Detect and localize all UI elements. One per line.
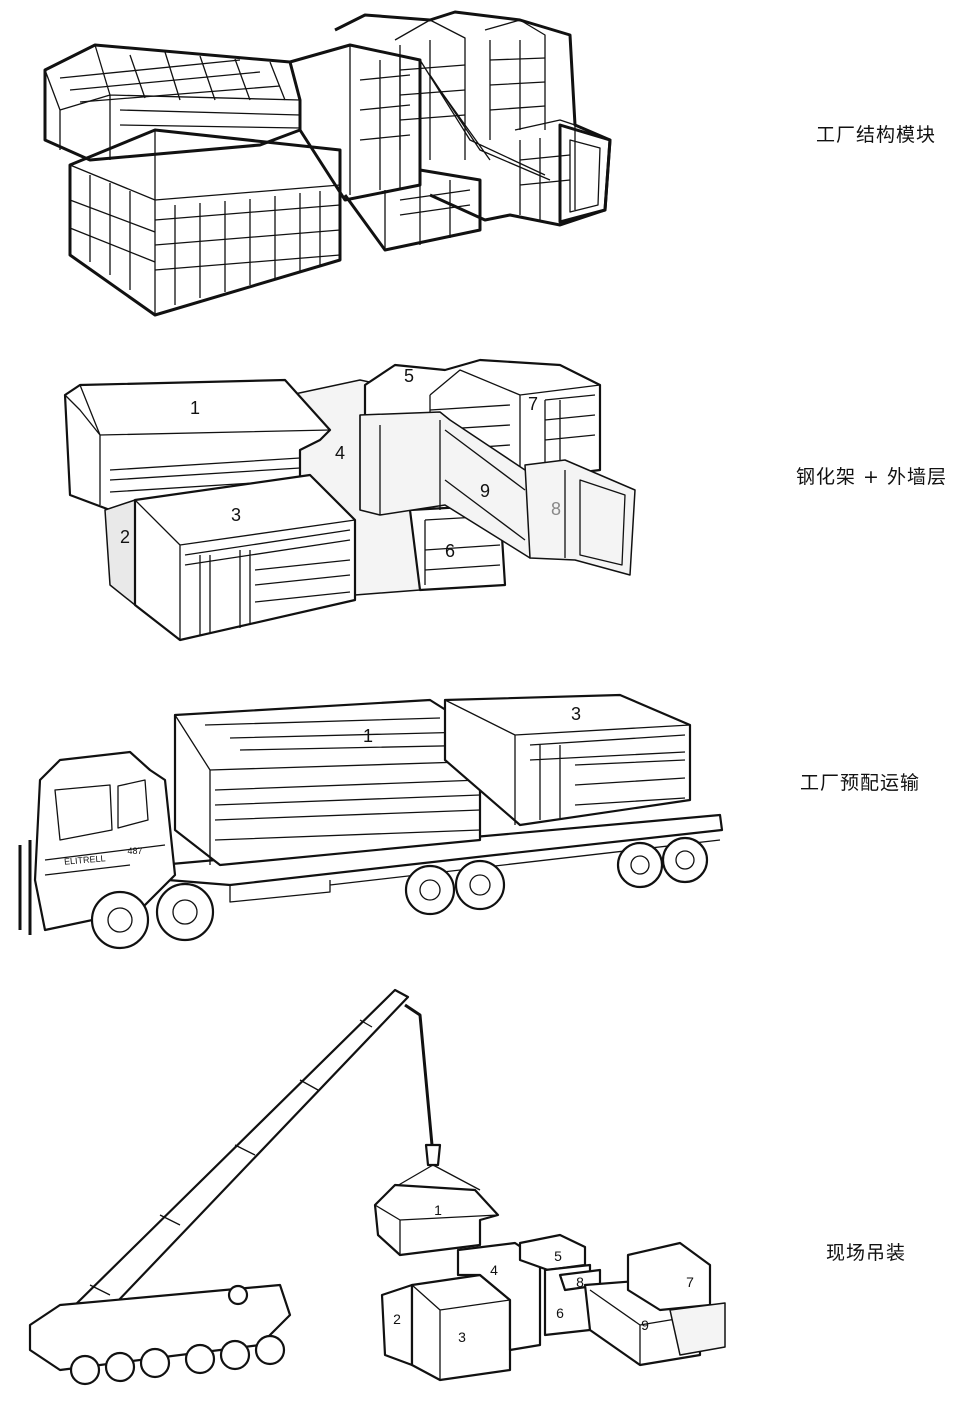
wall-layer-illustration: [63, 358, 636, 642]
step-2-panel: 1 2 3 4 5 6 7 8 9 钢化架 + 外墙层: [0, 340, 960, 660]
truck-number: 487: [127, 846, 142, 856]
truck-illustration: 487 ELITRELL: [18, 693, 724, 950]
step-1-caption: 工厂结构模块: [816, 124, 937, 146]
structural-frame-illustration: [43, 10, 612, 317]
step-1-panel: 工厂结构模块: [0, 0, 960, 330]
step-3-caption: 工厂预配运输: [800, 772, 921, 794]
step-3-panel: 487 ELITRELL 1 3 工厂预配运输: [0, 680, 960, 980]
step-4-panel: 1 2 3 4 5 6 7 8 9 现场吊装: [0, 985, 960, 1405]
crane-illustration: [28, 988, 726, 1386]
step-2-caption: 钢化架 + 外墙层: [796, 466, 947, 488]
truck-brand: ELITRELL: [64, 853, 106, 867]
step-4-caption: 现场吊装: [826, 1242, 907, 1264]
